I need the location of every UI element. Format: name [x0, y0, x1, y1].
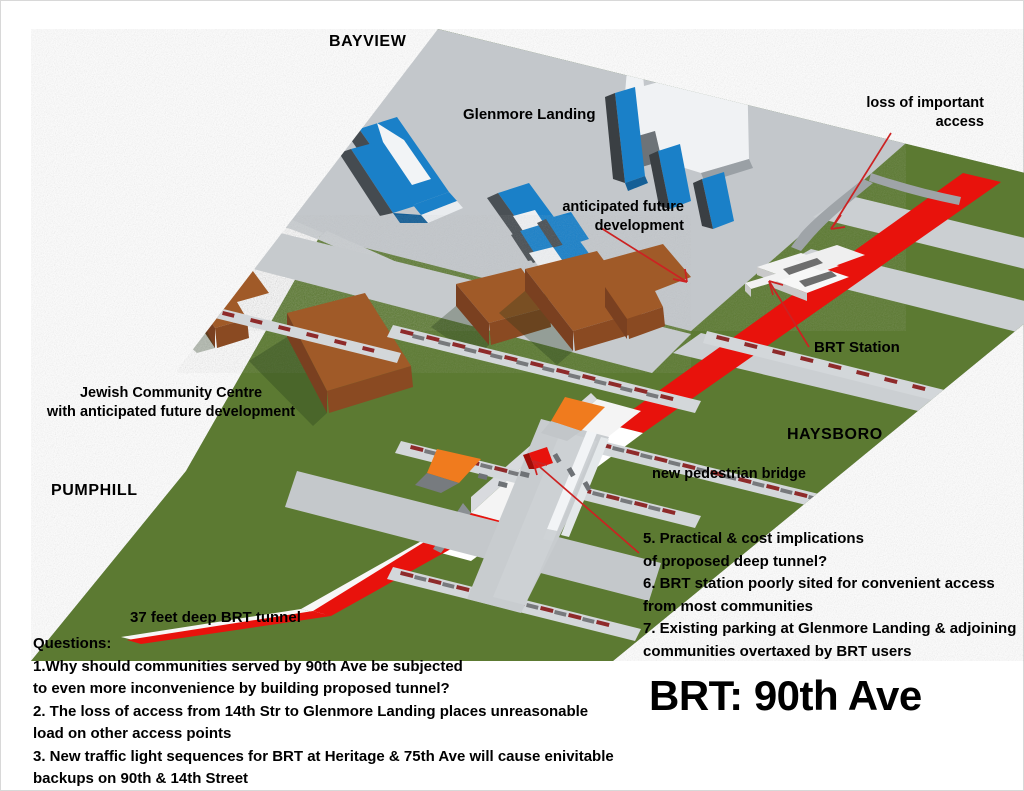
annotation-anticipated-future-development: anticipated future development	[422, 198, 684, 236]
isometric-map: BAYVIEW PUMPHILL HAYSBORO Glenmore Landi…	[1, 1, 1024, 661]
annotation-arrows	[532, 132, 892, 554]
annotation-line: access	[935, 114, 984, 130]
annotation-line: anticipated future	[562, 199, 684, 215]
annotation-line: new pedestrian bridge	[652, 466, 806, 482]
question-line: 2. The loss of access from 14th Str to G…	[33, 702, 589, 720]
questions-text-block: Questions: 1.Why should communities serv…	[33, 633, 614, 791]
annotation-line: with anticipated future development	[46, 404, 296, 420]
annotation-line: development	[594, 218, 684, 234]
site-label-glenmore-landing: Glenmore Landing	[463, 106, 596, 123]
question-line: backups on 90th & 14th Street	[33, 770, 249, 787]
annotation-brt-tunnel-depth: 37 feet deep BRT tunnel	[130, 608, 301, 627]
arrow-brt-station	[768, 280, 810, 348]
mall-wing-buildings	[605, 87, 734, 229]
arrow-loss-of-access	[830, 132, 892, 230]
issue-line: 6. BRT station poorly sited for convenie…	[643, 575, 995, 592]
issue-line: 7. Existing parking at Glenmore Landing …	[643, 620, 1017, 637]
site-label-brt-station: BRT Station	[814, 339, 900, 356]
question-line: 1.Why should communities served by 90th …	[33, 657, 463, 675]
arrow-future-development	[600, 227, 688, 283]
car-row-f	[211, 307, 401, 363]
issue-line: communities overtaxed by BRT users	[643, 642, 912, 660]
annotation-loss-of-access: loss of important access	[704, 94, 984, 132]
community-label-pumphill: PUMPHILL	[51, 482, 138, 499]
issues-text-block: 5. Practical & cost implications of prop…	[643, 528, 1016, 663]
annotation-line: Jewish Community Centre	[79, 385, 263, 401]
residential-blocks-central	[456, 244, 691, 351]
question-line: load on other access points	[33, 725, 232, 742]
annotation-line: 37 feet deep BRT tunnel	[130, 609, 301, 626]
glenmore-landing-building-west	[339, 117, 463, 223]
access-ramp-northeast	[791, 173, 961, 251]
annotation-line: loss of important	[866, 95, 984, 111]
orange-ramp-markers	[415, 397, 605, 493]
issue-line: 5. Practical & cost implications	[643, 530, 864, 547]
community-label-bayview: BAYVIEW	[329, 33, 407, 50]
poster-title: BRT: 90th Ave	[649, 672, 922, 719]
intersection-vehicles	[477, 453, 592, 492]
issue-line: from most communities	[643, 597, 814, 615]
issue-line: of proposed deep tunnel?	[643, 552, 828, 570]
annotation-jewish-community-centre: Jewish Community Centre with anticipated…	[21, 384, 321, 422]
car-row-a	[387, 325, 701, 413]
question-line: 3. New traffic light sequences for BRT a…	[33, 747, 614, 765]
map-illustration	[31, 29, 1024, 661]
community-label-haysboro: HAYSBORO	[787, 426, 883, 443]
questions-heading: Questions:	[33, 635, 112, 652]
annotation-new-pedestrian-bridge: new pedestrian bridge	[652, 465, 806, 484]
question-line: to even more inconvenience by building p…	[33, 680, 450, 697]
arrow-issue-five	[532, 460, 640, 554]
